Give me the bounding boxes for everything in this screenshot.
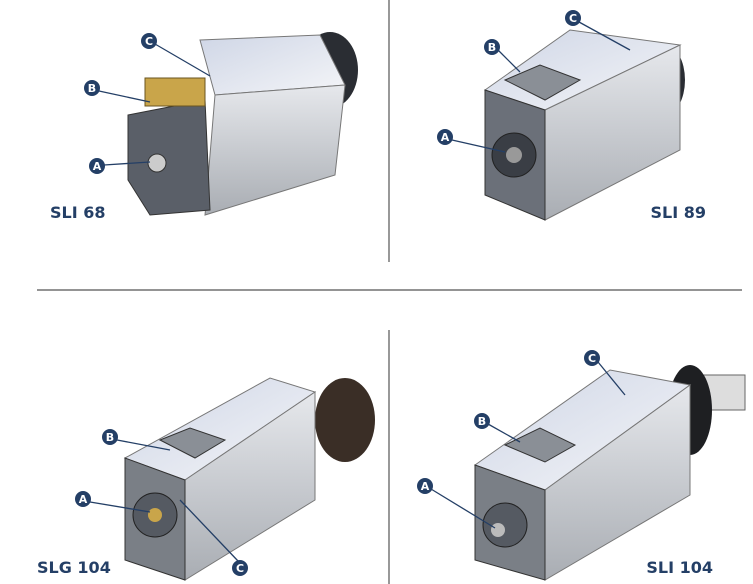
leader-line — [451, 139, 506, 153]
leader-line — [89, 501, 151, 513]
svg-text:A: A — [93, 160, 102, 173]
callout-sli89-c: C — [565, 10, 581, 26]
spindle-sli-68 — [127, 32, 358, 216]
svg-text:A: A — [421, 480, 430, 493]
callout-sli104-a: A — [417, 478, 433, 494]
leader-line — [154, 43, 211, 77]
callout-sli89-a: A — [437, 129, 453, 145]
callout-slg104-a: A — [75, 491, 91, 507]
model-label-sli-104: SLI 104 — [646, 558, 713, 577]
svg-text:C: C — [588, 352, 596, 365]
callout-sli68-c: C — [141, 33, 157, 49]
svg-text:A: A — [79, 493, 88, 506]
leader-line — [597, 361, 626, 396]
callout-sli104-b: B — [474, 413, 490, 429]
svg-text:B: B — [488, 41, 496, 54]
leader-line — [497, 49, 521, 73]
svg-text:B: B — [88, 82, 96, 95]
leader-line — [179, 499, 239, 562]
callout-sli89-b: B — [484, 39, 500, 55]
svg-text:B: B — [106, 431, 114, 444]
callout-sli68-b: B — [84, 80, 100, 96]
leader-line — [103, 161, 151, 166]
svg-text:C: C — [236, 562, 244, 575]
leader-line — [430, 488, 496, 529]
svg-text:C: C — [145, 35, 153, 48]
svg-text:B: B — [478, 415, 486, 428]
spindle-slg-104 — [123, 377, 375, 581]
leader-line — [578, 21, 631, 51]
spindle-sli-104 — [473, 365, 746, 581]
spindle-sli-89 — [483, 29, 685, 221]
callout-slg104-b: B — [102, 429, 118, 445]
svg-text:A: A — [441, 131, 450, 144]
callout-slg104-c: C — [232, 560, 248, 576]
model-label-slg-104: SLG 104 — [37, 558, 111, 577]
callout-sli68-a: A — [89, 158, 105, 174]
model-label-sli-89: SLI 89 — [650, 203, 706, 222]
model-label-sli-68: SLI 68 — [50, 203, 106, 222]
leader-line — [487, 423, 521, 443]
callout-sli104-c: C — [584, 350, 600, 366]
leader-line — [98, 90, 151, 103]
svg-text:C: C — [569, 12, 577, 25]
leader-line — [116, 439, 171, 451]
